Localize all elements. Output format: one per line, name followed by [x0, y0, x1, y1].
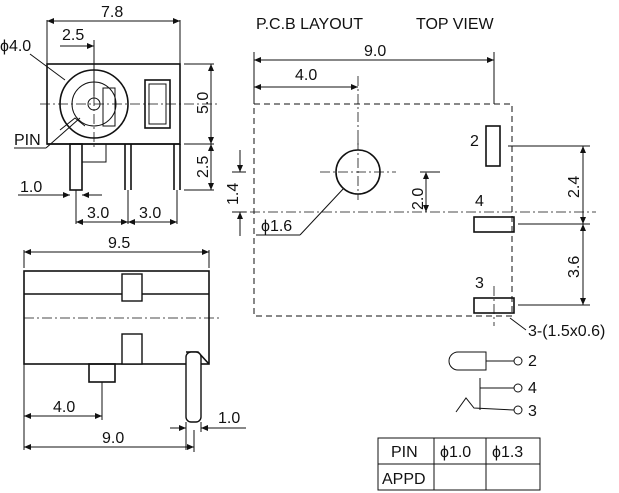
pcb-pin2-slot [485, 125, 501, 167]
side-bottom-tab [88, 363, 116, 383]
pcb-hole-to-pin4-dim: 2.0 [410, 188, 427, 210]
side-pin-offset-dim: 4.0 [53, 399, 75, 416]
pcb-outline [253, 103, 513, 317]
front-pin-spacing-1: 3.0 [87, 205, 109, 222]
plug-symbol [448, 351, 487, 371]
pcb-pin2-label: 2 [470, 133, 479, 150]
schematic-symbol: 2 4 3 [448, 351, 537, 420]
pcb-width-dim: 9.0 [364, 43, 386, 60]
pcb-pin2-pin4-dim: 2.4 [566, 176, 583, 198]
side-view: 9.5 4.0 1.0 9.0 [23, 235, 246, 452]
top-view-title: TOP VIEW [416, 16, 495, 33]
side-top-width-dim: 9.5 [108, 235, 130, 252]
pcb-pin4-slot [473, 216, 515, 233]
pcb-hole-offset-dim: 4.0 [295, 67, 317, 84]
pin-table: PIN ϕ1.0 ϕ1.3 APPD [377, 437, 541, 491]
side-top-tab [121, 273, 143, 302]
table-header-dia-2: ϕ1.3 [492, 444, 523, 461]
front-height-dim: 5.0 [195, 92, 212, 114]
schematic-pin3: 3 [528, 403, 537, 420]
pcb-slot-note: 3-(1.5x0.6) [528, 323, 605, 340]
pcb-hole-dia-dim: ϕ1.6 [261, 218, 292, 235]
schematic-pin2: 2 [528, 353, 537, 370]
side-pin-thickness-dim: 1.0 [218, 410, 240, 427]
front-pin-width-dim: 1.0 [20, 179, 42, 196]
pcb-layout-title: P.C.B LAYOUT [256, 16, 363, 33]
front-pin-length-dim: 2.5 [195, 156, 212, 178]
pin-label: PIN [14, 132, 41, 149]
pcb-layout: P.C.B LAYOUT TOP VIEW 9.0 4.0 1.4 [225, 16, 605, 340]
front-hole-dia-dim: ϕ4.0 [0, 38, 31, 55]
pcb-pin4-pin3-dim: 3.6 [566, 256, 583, 278]
front-view: 7.8 2.5 ϕ4.0 PIN [0, 4, 220, 225]
schematic-pin4: 4 [528, 380, 537, 397]
side-mid-tab [121, 333, 143, 365]
pcb-pin4-label: 4 [475, 193, 484, 210]
front-hole-offset-dim: 2.5 [62, 27, 84, 44]
pcb-pin3-label: 3 [475, 275, 484, 292]
front-pin-left [69, 143, 83, 191]
side-right-pin [185, 351, 202, 423]
table-row-appd: APPD [382, 471, 426, 488]
front-width-dim: 7.8 [101, 4, 123, 21]
table-header-pin: PIN [391, 444, 418, 461]
side-bottom-width-dim: 9.0 [102, 430, 124, 447]
side-body-outline [23, 270, 210, 365]
front-slot [144, 79, 171, 129]
pcb-left-offset-dim: 1.4 [225, 183, 242, 205]
front-pin-spacing-2: 3.0 [139, 205, 161, 222]
table-header-dia-1: ϕ1.0 [440, 444, 471, 461]
